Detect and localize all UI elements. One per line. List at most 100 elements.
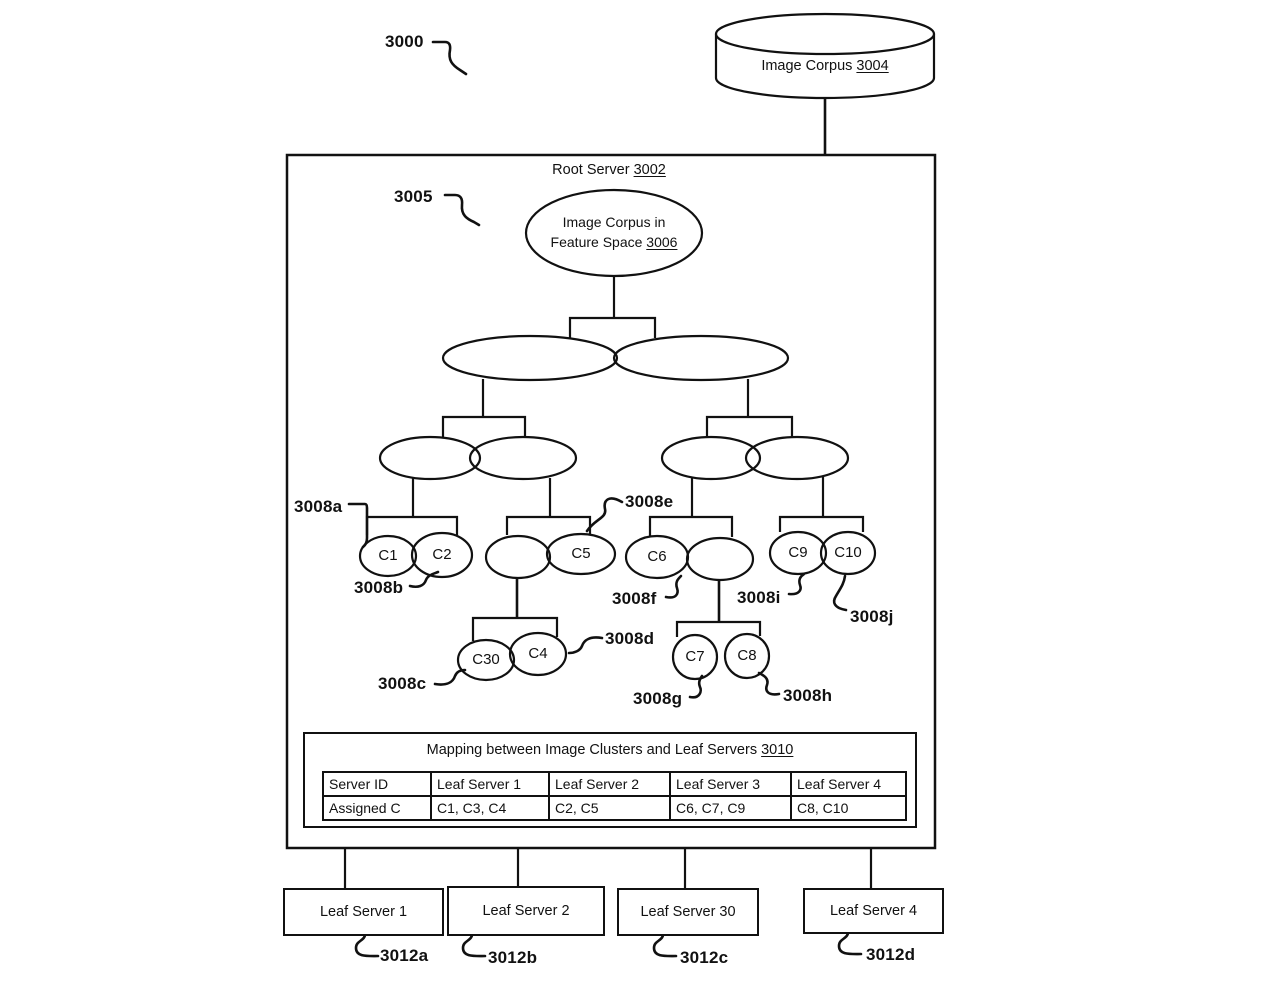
cluster-c7-label: C7 bbox=[685, 648, 705, 665]
mapping-data-row: Assigned C C1, C3, C4 C2, C5 C6, C7, C9 … bbox=[322, 795, 907, 821]
image-corpus-ref: 3004 bbox=[856, 58, 889, 74]
col-leaf-server-2: Leaf Server 2 bbox=[548, 771, 671, 797]
cluster-c6-label: C6 bbox=[647, 548, 667, 565]
root-server-box bbox=[285, 153, 937, 850]
cluster-c8-label: C8 bbox=[737, 647, 757, 664]
cluster-c8-circle bbox=[723, 632, 771, 680]
leader-3008d bbox=[567, 636, 604, 655]
image-corpus-text: Image Corpus bbox=[761, 58, 853, 74]
assigned-c-leaf2: C2, C5 bbox=[548, 795, 671, 821]
leader-3008i bbox=[787, 572, 806, 596]
leader-3008g bbox=[688, 674, 704, 699]
leaf-server-1-box: Leaf Server 1 bbox=[283, 888, 444, 936]
root-server-text: Root Server bbox=[552, 162, 630, 178]
root-server-title: Root Server 3002 bbox=[552, 162, 666, 178]
ref-3008g-label: 3008g bbox=[633, 689, 683, 708]
level2-ellipse-left bbox=[441, 334, 619, 382]
leader-3008a bbox=[347, 502, 369, 549]
cluster-c10-ellipse bbox=[819, 530, 877, 576]
tree-ref-3005: 3005 bbox=[394, 187, 433, 206]
ref-3008b-label: 3008b bbox=[354, 578, 404, 597]
cluster-c5-label: C5 bbox=[571, 545, 591, 562]
mapping-title-ref: 3010 bbox=[761, 742, 794, 758]
level3-ellipse-4 bbox=[744, 435, 850, 481]
bracket-c5pair bbox=[505, 515, 592, 535]
ref-3008j-label: 3008j bbox=[850, 607, 894, 626]
leaf-server-4-label: Leaf Server 4 bbox=[829, 903, 918, 919]
feature-space-line2: Feature Space 3006 bbox=[551, 232, 678, 252]
leaf-server-2-box: Leaf Server 2 bbox=[447, 886, 605, 936]
feature-space-line1: Image Corpus in bbox=[562, 214, 666, 230]
ref-3012a-label: 3012a bbox=[380, 946, 429, 965]
leader-3012a bbox=[354, 931, 380, 958]
feature-space-text: Feature Space bbox=[550, 234, 643, 250]
root-server-ref: 3002 bbox=[633, 162, 666, 178]
bracket-l3-left bbox=[441, 415, 527, 437]
ref-3008i-label: 3008i bbox=[737, 588, 781, 607]
mapping-title-text: Mapping between Image Clusters and Leaf … bbox=[426, 742, 758, 758]
ref-3012d-label: 3012d bbox=[866, 945, 916, 964]
cluster-c9-ellipse bbox=[768, 530, 828, 576]
leaf-server-30-box: Leaf Server 30 bbox=[617, 888, 759, 936]
cluster-c7-circle bbox=[671, 633, 719, 681]
cluster-c1-label: C1 bbox=[378, 547, 398, 564]
leader-3012d bbox=[837, 929, 863, 956]
cluster-c4-ellipse bbox=[508, 631, 568, 677]
level3-ellipse-1 bbox=[378, 435, 482, 481]
leader-3008j bbox=[832, 574, 848, 612]
bracket-c6pair bbox=[648, 515, 734, 537]
image-corpus-cylinder-label: Image Corpus 3004 bbox=[761, 58, 888, 74]
leaf-server-1-label: Leaf Server 1 bbox=[319, 904, 408, 920]
cluster-c10-label: C10 bbox=[834, 544, 862, 561]
tree-bracket-level2 bbox=[568, 316, 657, 338]
ref-3008d-label: 3008d bbox=[605, 629, 655, 648]
cluster-c2-label: C2 bbox=[432, 546, 452, 563]
col-server-id: Server ID bbox=[322, 771, 432, 797]
assigned-c-leaf4: C8, C10 bbox=[790, 795, 907, 821]
ref-3012c-label: 3012c bbox=[680, 948, 729, 967]
cluster-c5-ellipse bbox=[545, 532, 617, 576]
bracket-c30c4 bbox=[471, 616, 559, 641]
cluster-c9-label: C9 bbox=[788, 544, 808, 561]
leader-3012b bbox=[461, 931, 487, 958]
leaf-server-2-label: Leaf Server 2 bbox=[482, 903, 570, 919]
leaf-server-4-box: Leaf Server 4 bbox=[803, 888, 944, 934]
ref-3012b-label: 3012b bbox=[488, 948, 538, 967]
assigned-c-leaf1: C1, C3, C4 bbox=[430, 795, 550, 821]
leader-3008f bbox=[664, 574, 683, 599]
cluster-c1-ellipse bbox=[358, 534, 418, 578]
cluster-unlabeled-right-ellipse bbox=[685, 536, 755, 582]
leader-3005 bbox=[443, 193, 481, 227]
mapping-header-row: Server ID Leaf Server 1 Leaf Server 2 Le… bbox=[322, 771, 907, 797]
col-leaf-server-3: Leaf Server 3 bbox=[669, 771, 792, 797]
mapping-table: Server ID Leaf Server 1 Leaf Server 2 Le… bbox=[322, 771, 907, 821]
leader-3008h bbox=[757, 671, 781, 696]
fig-ref-3000: 3000 bbox=[385, 32, 424, 51]
level2-ellipse-right bbox=[612, 334, 790, 382]
assigned-c-leaf3: C6, C7, C9 bbox=[669, 795, 792, 821]
col-leaf-server-1: Leaf Server 1 bbox=[430, 771, 550, 797]
leader-3000 bbox=[431, 40, 468, 76]
feature-space-ref: 3006 bbox=[646, 234, 678, 250]
cluster-c30-label: C30 bbox=[472, 651, 500, 668]
leader-3008b bbox=[408, 570, 440, 589]
leader-3008c bbox=[433, 668, 467, 686]
mapping-box: Mapping between Image Clusters and Leaf … bbox=[303, 732, 917, 828]
cluster-unlabeled-left-ellipse bbox=[484, 534, 552, 580]
leaf-server-30-label: Leaf Server 30 bbox=[640, 904, 736, 920]
assigned-c-label: Assigned C bbox=[322, 795, 432, 821]
ref-3008f-label: 3008f bbox=[612, 589, 657, 608]
bracket-c7c8 bbox=[675, 620, 762, 637]
leader-3012c bbox=[652, 931, 678, 958]
bracket-c9c10 bbox=[778, 515, 865, 532]
level3-ellipse-2 bbox=[468, 435, 578, 481]
level3-ellipse-3 bbox=[660, 435, 762, 481]
cluster-c30-ellipse bbox=[456, 638, 516, 682]
ref-3008c-label: 3008c bbox=[378, 674, 427, 693]
ref-3008e-label: 3008e bbox=[625, 492, 674, 511]
col-leaf-server-4: Leaf Server 4 bbox=[790, 771, 907, 797]
feature-space-label: Image Corpus in Feature Space 3006 bbox=[551, 212, 678, 252]
leader-3008e bbox=[585, 497, 624, 533]
